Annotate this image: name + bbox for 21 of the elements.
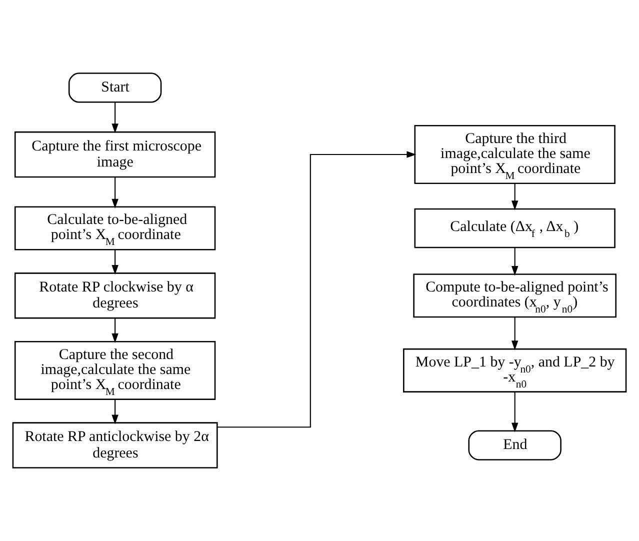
arrow (112, 250, 118, 275)
node-box: Capture the first microscope image (14, 131, 216, 178)
node-box: Start (68, 72, 162, 103)
node-box: Rotate RP anticlockwise by 2α degrees (12, 422, 218, 468)
node-box: Rotate RP clockwise by α degrees (14, 272, 216, 319)
arrow (511, 184, 518, 210)
arrow (511, 317, 518, 350)
arrow (112, 177, 118, 209)
node-box: Capture the second image,calculate the same point’s X$_{M}$ coordinate (14, 340, 216, 400)
arrow (112, 102, 118, 134)
node-box: Calculate (Δx$_{f}$ , Δx$_{b}$ ) (414, 208, 616, 248)
arrow (511, 392, 518, 432)
node-box: Compute to-be-aligned point’s coordinates (x$_{n0}$, y$_{n0}$) (413, 274, 617, 318)
arrow (511, 248, 518, 276)
node-box: End (468, 430, 562, 460)
arrow (217, 151, 416, 428)
arrow (112, 400, 118, 424)
arrow (112, 318, 118, 343)
node-box: Calculate to-be-aligned point’s X$_{M}$ coordinate (14, 206, 216, 250)
node-box: Capture the third image,calculate the same point’s X$_{M}$ coordinate (414, 125, 616, 184)
node-box: Move LP_1 by -y$_{n0}$, and LP_2 by -x$_{n0}$ (403, 348, 627, 392)
